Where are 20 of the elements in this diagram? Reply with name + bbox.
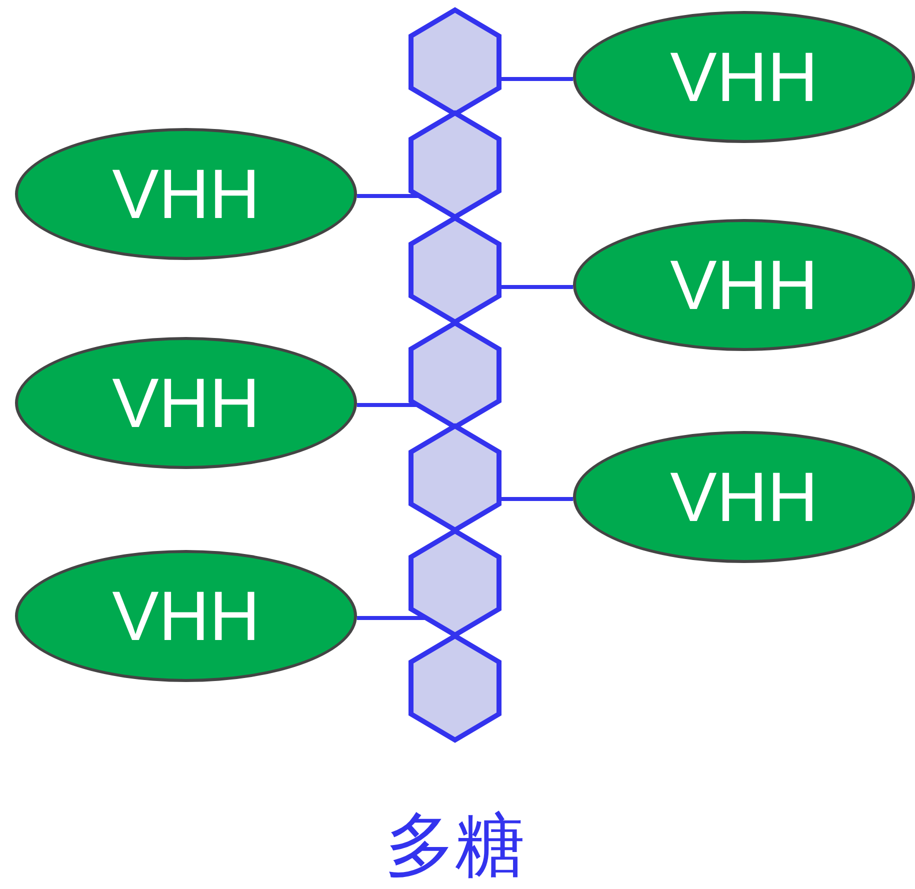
chain-label: 多糖 [385, 810, 525, 880]
node-label: VHH [670, 250, 818, 320]
connector-line [356, 403, 418, 407]
node-label: VHH [112, 581, 260, 651]
node-label: VHH [670, 42, 818, 112]
connector-line [356, 194, 420, 198]
connector-line [499, 497, 574, 501]
hexagon-unit [411, 323, 499, 427]
node-label: VHH [112, 368, 260, 438]
connector-line [356, 616, 426, 620]
hexagon-unit [411, 218, 499, 322]
hexagon-unit [411, 531, 499, 635]
hexagon-unit [411, 113, 499, 217]
hexagon-unit [411, 636, 499, 740]
connector-line [499, 285, 574, 289]
connector-line [499, 77, 574, 81]
hexagon-unit [411, 426, 499, 530]
node-label: VHH [670, 462, 818, 532]
hexagon-unit [411, 10, 499, 114]
node-label: VHH [112, 159, 260, 229]
